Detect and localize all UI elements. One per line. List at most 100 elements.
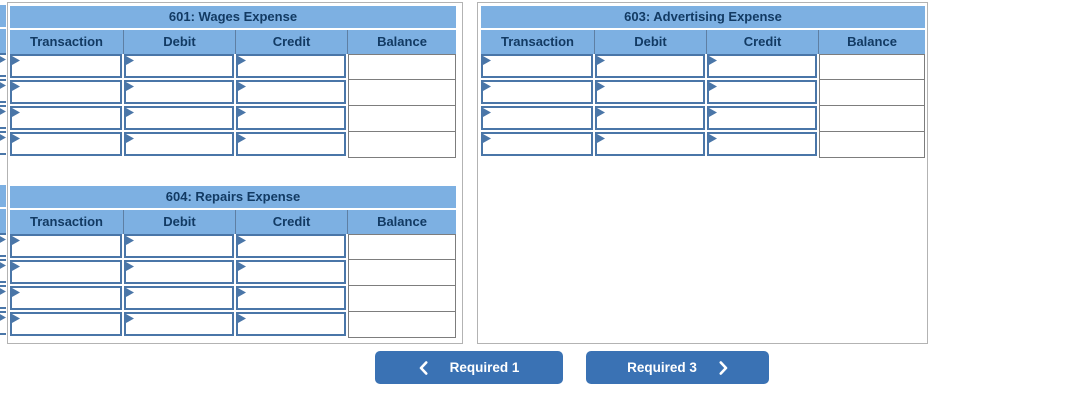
cell-marker-triangle-icon — [12, 262, 20, 271]
balance-cell — [348, 260, 456, 286]
clipped-input-cell-fragment[interactable] — [0, 311, 6, 335]
transaction-input-cell[interactable] — [481, 80, 593, 104]
next-button-label: Required 3 — [627, 360, 697, 375]
balance-cell — [348, 286, 456, 312]
balance-cell — [819, 106, 925, 132]
column-header-balance: Balance — [377, 214, 427, 229]
clipped-input-cell-fragment[interactable] — [0, 131, 6, 155]
cell-marker-triangle-icon — [0, 313, 6, 322]
transaction-input-cell[interactable] — [10, 234, 122, 258]
cell-marker-triangle-icon — [0, 235, 6, 244]
cell-marker-triangle-icon — [126, 82, 134, 91]
cell-marker-triangle-icon — [126, 108, 134, 117]
debit-input-cell[interactable] — [124, 106, 234, 130]
credit-input-cell[interactable] — [236, 132, 346, 156]
required-3-next-button[interactable]: Required 3 — [586, 351, 769, 384]
transaction-input-cell[interactable] — [10, 106, 122, 130]
balance-cell — [819, 80, 925, 106]
clipped-input-cell-fragment[interactable] — [0, 233, 6, 257]
cell-marker-triangle-icon — [597, 82, 605, 91]
debit-input-cell[interactable] — [124, 132, 234, 156]
ledger-table-601-wages-expense: 601: Wages Expense Transaction Debit Cre… — [10, 6, 456, 158]
ledger-table-603-advertising-expense: 603: Advertising Expense Transaction Deb… — [481, 6, 925, 158]
clipped-input-cell-fragment[interactable] — [0, 79, 6, 103]
transaction-input-cell[interactable] — [481, 54, 593, 78]
clipped-input-cell-fragment[interactable] — [0, 259, 6, 283]
credit-input-cell[interactable] — [707, 106, 817, 130]
cell-marker-triangle-icon — [238, 288, 246, 297]
cell-marker-triangle-icon — [483, 108, 491, 117]
debit-input-cell[interactable] — [124, 312, 234, 336]
cell-marker-triangle-icon — [709, 82, 717, 91]
debit-input-cell[interactable] — [124, 80, 234, 104]
left-ledger-panel: 601: Wages Expense Transaction Debit Cre… — [7, 2, 463, 344]
right-ledger-panel: 603: Advertising Expense Transaction Deb… — [477, 2, 928, 344]
credit-input-cell[interactable] — [236, 260, 346, 284]
clipped-input-cell-fragment[interactable] — [0, 105, 6, 129]
cell-marker-triangle-icon — [12, 236, 20, 245]
cell-marker-triangle-icon — [483, 134, 491, 143]
clipped-input-cell-fragment[interactable] — [0, 285, 6, 309]
debit-input-cell[interactable] — [124, 234, 234, 258]
cell-marker-triangle-icon — [12, 314, 20, 323]
column-header-debit: Debit — [124, 210, 236, 234]
column-header-row: Transaction Debit Credit Balance — [10, 210, 456, 234]
credit-input-cell[interactable] — [236, 54, 346, 78]
cell-marker-triangle-icon — [238, 108, 246, 117]
transaction-input-cell[interactable] — [10, 286, 122, 310]
required-1-prev-button[interactable]: Required 1 — [375, 351, 563, 384]
cell-marker-triangle-icon — [238, 82, 246, 91]
column-header-transaction: Transaction — [10, 30, 124, 54]
credit-input-cell[interactable] — [236, 286, 346, 310]
debit-input-cell[interactable] — [595, 54, 705, 78]
balance-cell — [348, 234, 456, 260]
credit-input-cell[interactable] — [707, 80, 817, 104]
cell-marker-triangle-icon — [12, 82, 20, 91]
debit-input-cell[interactable] — [595, 80, 705, 104]
ledger-grid — [10, 54, 456, 158]
cell-marker-triangle-icon — [597, 56, 605, 65]
clipped-header-fragment — [0, 29, 6, 53]
debit-input-cell[interactable] — [124, 54, 234, 78]
credit-input-cell[interactable] — [236, 312, 346, 336]
cell-marker-triangle-icon — [238, 236, 246, 245]
cell-marker-triangle-icon — [483, 56, 491, 65]
chevron-left-icon — [419, 360, 428, 375]
balance-cell — [348, 312, 456, 338]
column-header-debit: Debit — [124, 30, 236, 54]
cell-marker-triangle-icon — [126, 314, 134, 323]
cell-marker-triangle-icon — [0, 287, 6, 296]
debit-input-cell[interactable] — [124, 286, 234, 310]
credit-input-cell[interactable] — [236, 234, 346, 258]
clipped-title-fragment — [0, 185, 6, 207]
transaction-input-cell[interactable] — [10, 312, 122, 336]
credit-input-cell[interactable] — [236, 80, 346, 104]
debit-input-cell[interactable] — [124, 260, 234, 284]
transaction-input-cell[interactable] — [481, 106, 593, 130]
credit-input-cell[interactable] — [236, 106, 346, 130]
column-header-balance: Balance — [377, 34, 427, 49]
transaction-input-cell[interactable] — [10, 80, 122, 104]
clipped-title-fragment — [0, 5, 6, 27]
chevron-right-icon — [719, 360, 728, 375]
transaction-input-cell[interactable] — [10, 260, 122, 284]
cell-marker-triangle-icon — [0, 81, 6, 90]
transaction-input-cell[interactable] — [10, 54, 122, 78]
debit-input-cell[interactable] — [595, 106, 705, 130]
column-header-transaction: Transaction — [481, 30, 595, 54]
cell-marker-triangle-icon — [126, 262, 134, 271]
transaction-input-cell[interactable] — [10, 132, 122, 156]
credit-input-cell[interactable] — [707, 54, 817, 78]
cell-marker-triangle-icon — [0, 107, 6, 116]
credit-input-cell[interactable] — [707, 132, 817, 156]
cell-marker-triangle-icon — [483, 82, 491, 91]
transaction-input-cell[interactable] — [481, 132, 593, 156]
clipped-input-cell-fragment[interactable] — [0, 53, 6, 77]
cell-marker-triangle-icon — [238, 262, 246, 271]
cell-marker-triangle-icon — [597, 134, 605, 143]
debit-input-cell[interactable] — [595, 132, 705, 156]
cell-marker-triangle-icon — [709, 56, 717, 65]
cell-marker-triangle-icon — [0, 133, 6, 142]
cell-marker-triangle-icon — [0, 261, 6, 270]
